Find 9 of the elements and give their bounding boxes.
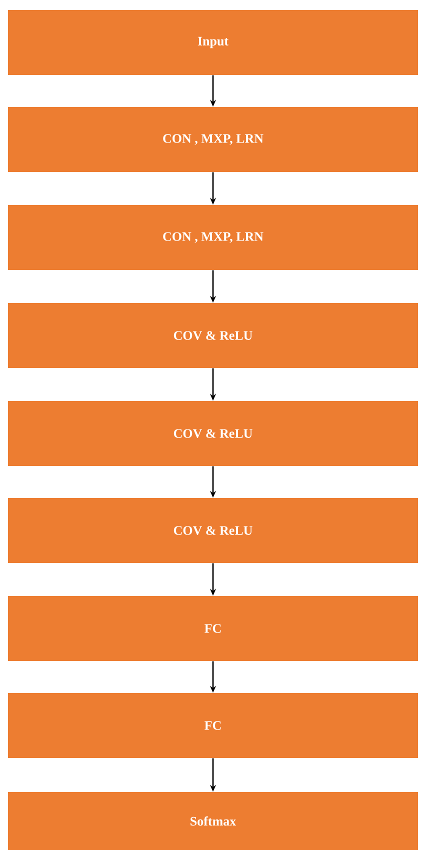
layer-box: CON , MXP, LRN (8, 107, 418, 172)
layer-box: FC (8, 596, 418, 661)
layer-box: COV & ReLU (8, 498, 418, 563)
layer-box: COV & ReLU (8, 303, 418, 368)
layer-box: Input (8, 10, 418, 75)
layer-box: CON , MXP, LRN (8, 205, 418, 270)
layer-box: FC (8, 693, 418, 758)
layer-box: COV & ReLU (8, 401, 418, 466)
layer-box: Softmax (8, 792, 418, 850)
